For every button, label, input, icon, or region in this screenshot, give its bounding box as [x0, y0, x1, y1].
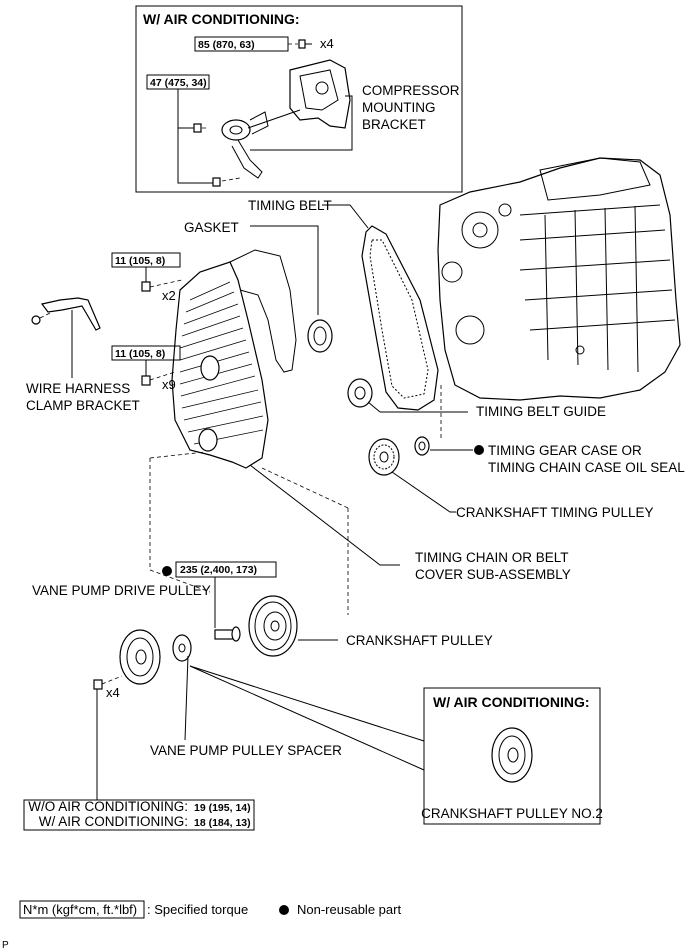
oil-seal-label-2: TIMING CHAIN CASE OIL SEAL	[488, 460, 685, 475]
cover-sub-label-2: COVER SUB-ASSEMBLY	[415, 567, 571, 582]
wire-harness-bracket-drawing	[31, 297, 101, 331]
wire-harness-label-2: CLAMP BRACKET	[26, 398, 140, 413]
gasket-drawing	[229, 249, 297, 373]
compressor-label-3: BRACKET	[362, 117, 426, 132]
engine-block-drawing	[437, 157, 681, 401]
cover-sub-label-1: TIMING CHAIN OR BELT	[415, 550, 569, 565]
compressor-label-2: MOUNTING	[362, 100, 436, 115]
crankshaft-pulley-no2-drawing	[491, 727, 533, 783]
ac-top-title: W/ AIR CONDITIONING:	[143, 11, 300, 27]
torque-table	[23, 799, 255, 831]
vane-pump-drive-pulley-drawing	[119, 629, 161, 685]
gasket-seal-drawing	[307, 319, 333, 353]
crankshaft-bolt-drawing	[214, 626, 241, 642]
ac-top-box	[135, 5, 463, 193]
torque-47-label: 47 (475, 34)	[150, 77, 207, 89]
torque-row-2-value: 18 (184, 13)	[194, 817, 251, 829]
bolt-icon	[212, 177, 221, 187]
crank-pulley-no2-label: CRANKSHAFT PULLEY NO.2	[421, 806, 603, 821]
ac-box-2	[423, 687, 601, 825]
vane-pump-pulley-spacer-drawing	[172, 634, 192, 662]
bolt-icon	[141, 281, 151, 292]
torque-cover-side-label: 11 (105, 8)	[115, 348, 165, 360]
torque-crank-label: 235 (2,400, 173)	[180, 564, 257, 576]
corner-mark: P	[2, 940, 9, 951]
count-x2: x2	[162, 288, 176, 303]
nonreusable-dot-icon	[474, 445, 484, 455]
torque-85-label: 85 (870, 63)	[198, 39, 255, 51]
torque-row-2-label: W/ AIR CONDITIONING:	[39, 814, 188, 829]
bolt-icon	[93, 679, 103, 690]
oil-seal-drawing	[414, 436, 430, 456]
nonreusable-legend-dot-icon	[279, 905, 289, 915]
torque-box-crank	[175, 561, 277, 578]
timing-belt-label: TIMING BELT	[248, 198, 332, 213]
timing-belt-drawing	[361, 225, 439, 411]
torque-row-1-label: W/O AIR CONDITIONING:	[28, 799, 188, 814]
nonreusable-dot-icon	[162, 566, 172, 576]
ac-box2-title: W/ AIR CONDITIONING:	[433, 694, 590, 710]
torque-row-1-value: 19 (195, 14)	[194, 802, 251, 814]
bolt-icon	[298, 39, 312, 49]
vane-spacer-label: VANE PUMP PULLEY SPACER	[150, 743, 342, 758]
compressor-label-1: COMPRESSOR	[362, 83, 460, 98]
torque-cover-top-label: 11 (105, 8)	[115, 255, 165, 267]
wire-harness-label-1: WIRE HARNESS	[26, 381, 130, 396]
timing-cover-drawing	[171, 261, 269, 469]
legend-torque-box	[19, 900, 145, 919]
count-x4-top: x4	[320, 36, 334, 51]
count-x9: x9	[162, 377, 176, 392]
legend-torque-unit: N*m (kgf*cm, ft.*lbf)	[23, 902, 137, 917]
bolt-icon	[141, 375, 151, 386]
crankshaft-timing-pulley-drawing	[368, 438, 400, 476]
crank-timing-pulley-label: CRANKSHAFT TIMING PULLEY	[456, 505, 654, 520]
crank-pulley-label: CRANKSHAFT PULLEY	[346, 633, 493, 648]
count-x4-bottom: x4	[106, 685, 120, 700]
oil-seal-label-1: TIMING GEAR CASE OR	[488, 443, 642, 458]
legend-nonreusable-text: Non-reusable part	[297, 902, 401, 917]
timing-belt-guide-drawing	[347, 378, 373, 408]
legend-torque-text: : Specified torque	[147, 902, 248, 917]
timing-belt-guide-label: TIMING BELT GUIDE	[476, 404, 606, 419]
crankshaft-pulley-drawing	[248, 595, 298, 657]
compressor-mounting-bracket-drawing	[221, 59, 351, 179]
gasket-label: GASKET	[184, 220, 239, 235]
vane-drive-label: VANE PUMP DRIVE PULLEY	[32, 583, 211, 598]
bolt-icon	[193, 123, 202, 133]
